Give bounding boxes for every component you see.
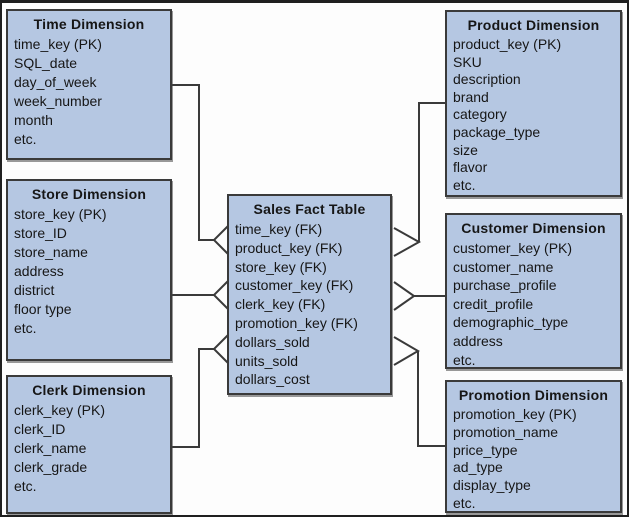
field-list: time_key (FK) product_key (FK) store_key (… [229, 220, 390, 389]
connector-promotion-to-fact [417, 351, 445, 447]
field-row: SKU [453, 53, 482, 70]
field-row: size [453, 141, 478, 158]
field-row: customer_name [453, 258, 554, 275]
field-row: customer_key (FK) [235, 277, 354, 294]
crow-foot-icon [393, 227, 422, 257]
field-row: store_ID [14, 225, 67, 241]
field-row: time_key (PK) [14, 36, 102, 52]
field-row: category [453, 106, 507, 123]
field-row: etc. [453, 176, 476, 193]
field-row: etc. [14, 131, 37, 147]
connector-time-to-fact [172, 84, 214, 241]
connector-product-to-fact [418, 102, 445, 242]
field-row: flavor [453, 159, 488, 176]
field-row: store_key (PK) [14, 206, 107, 222]
table-title: Sales Fact Table [253, 201, 366, 217]
table-box-customer-dimension: Customer Dimension customer_key (PK)cust… [445, 213, 622, 369]
crow-foot-icon [212, 334, 229, 364]
field-row: store_key (FK) [235, 258, 327, 275]
field-row: purchase_profile [453, 277, 557, 294]
field-row: promotion_key (PK) [453, 406, 577, 422]
field-row: brand [453, 88, 489, 105]
table-box-time-dimension: Time Dimension time_key (PK) SQL_date day_… [6, 9, 172, 160]
field-row: day_of_week [14, 74, 97, 90]
field-row: dollars_sold [235, 333, 310, 350]
table-box-sales-fact: Sales Fact Table time_key (FK) product_ke… [227, 194, 392, 395]
field-row: address [453, 332, 503, 349]
field-row: week_number [14, 93, 102, 109]
crow-foot-icon [212, 280, 229, 310]
field-row: display_type [453, 477, 531, 494]
field-row: credit_profile [453, 295, 534, 312]
table-title: Clerk Dimension [32, 382, 146, 398]
field-row: clerk_key (FK) [235, 296, 326, 313]
field-row: address [14, 263, 64, 279]
table-title: Time Dimension [33, 16, 145, 32]
field-row: product_key (FK) [235, 239, 343, 256]
field-row: product_key (PK) [453, 36, 562, 52]
field-row: store_name [14, 244, 88, 260]
table-title: Store Dimension [31, 186, 147, 202]
crow-foot-icon [212, 225, 229, 255]
field-row: ad_type [453, 459, 503, 476]
table-box-promotion-dimension: Promotion Dimension promotion_key (PK)pr… [445, 380, 622, 513]
field-row: etc. [14, 320, 37, 336]
field-row: clerk_ID [14, 421, 66, 437]
field-row: description [453, 71, 521, 88]
field-row: clerk_name [14, 440, 87, 456]
connector-clerk-to-fact [172, 348, 214, 448]
field-list: time_key (PK) SQL_date day_of_week week_num… [8, 35, 170, 149]
table-title: Promotion Dimension [458, 387, 609, 403]
crow-foot-icon [393, 281, 416, 311]
field-row: etc. [453, 494, 476, 511]
field-row: price_type [453, 441, 518, 458]
table-title: Customer Dimension [461, 220, 606, 236]
field-row: etc. [453, 351, 476, 368]
field-list: customer_key (PK) customer_name purchase_p… [447, 239, 620, 369]
table-title: Product Dimension [467, 17, 600, 33]
crow-foot-icon [393, 336, 420, 366]
field-row: time_key (FK) [235, 221, 323, 237]
field-row: dollars_cost [235, 371, 310, 388]
field-row: clerk_key (PK) [14, 402, 106, 418]
field-row: units_sold [235, 352, 299, 369]
field-row: demographic_type [453, 314, 569, 331]
field-row: package_type [453, 123, 541, 140]
field-row: customer_key (PK) [453, 240, 573, 256]
field-row: district [14, 282, 55, 298]
field-list: clerk_key (PK) clerk_ID clerk_name clerk_gr… [8, 401, 170, 496]
field-row: promotion_name [453, 423, 559, 440]
field-row: promotion_key (FK) [235, 314, 358, 331]
field-row: etc. [14, 478, 37, 494]
field-row: month [14, 112, 53, 128]
field-row: SQL_date [14, 55, 78, 71]
field-row: floor type [14, 301, 72, 317]
field-row: clerk_grade [14, 459, 88, 475]
